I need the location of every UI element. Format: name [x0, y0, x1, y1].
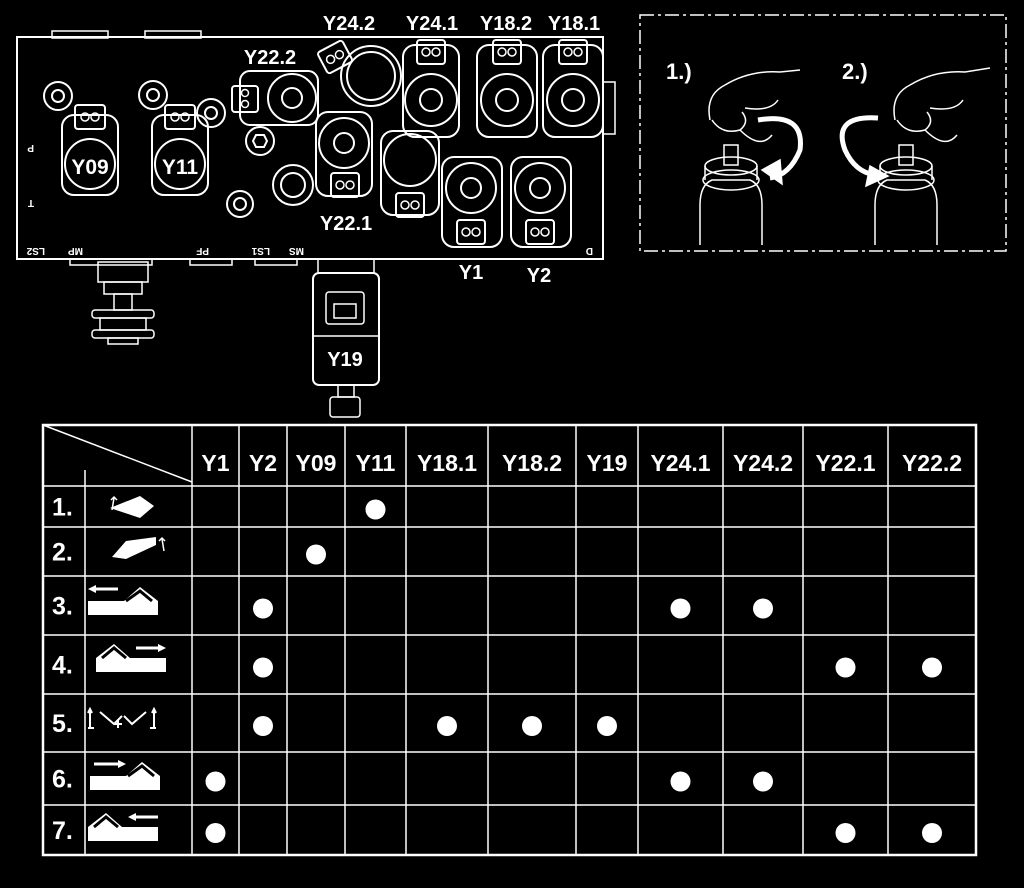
- valve-y11: Y11: [151, 104, 209, 196]
- shift-left-icon: [88, 585, 158, 615]
- valve-label-y18-1: Y18.1: [548, 13, 600, 35]
- valve-label-y22-1: Y22.1: [320, 213, 372, 235]
- active-dot-row7-y1: [205, 823, 226, 843]
- valve-label-y11: Y11: [162, 156, 199, 179]
- active-dot-row7-y22-1: [835, 823, 856, 843]
- shift-right-icon: [96, 644, 166, 672]
- valve-y2: Y2: [510, 156, 572, 287]
- step-2-label: 2.): [842, 59, 868, 84]
- col-header-y18-1: Y18.1: [417, 450, 477, 476]
- row-number-5: 5.: [52, 710, 73, 738]
- shift-left-alt-icon: [88, 813, 158, 841]
- active-dot-row5-y18-1: [437, 716, 457, 736]
- valve-label-y22-2: Y22.2: [244, 47, 296, 69]
- valve-block: P T LS2 MP PF LS1 MS D Y09: [16, 13, 616, 418]
- port-label-ls1: LS1: [251, 245, 270, 256]
- hand-turn-left-icon: [839, 67, 991, 245]
- active-dot-row1-y11: [365, 499, 386, 520]
- port-label-mp: MP: [68, 245, 83, 256]
- function-table: Y1 Y2 Y09 Y11 Y18.1 Y18.2 Y19 Y24.1 Y24.2 Y22.1 Y2…: [41, 423, 978, 857]
- col-header-y19: Y19: [587, 450, 628, 476]
- col-header-y11: Y11: [356, 450, 396, 476]
- valve-y09: Y09: [61, 104, 119, 196]
- port-label-ms: MS: [289, 245, 304, 256]
- valve-label-y09: Y09: [71, 156, 108, 179]
- step-1-label: 1.): [666, 59, 692, 84]
- valve-y18-2: Y18.2: [476, 13, 538, 138]
- col-header-y18-2: Y18.2: [502, 450, 562, 476]
- valve-y24-1: Y24.1: [402, 13, 460, 138]
- valve-y24-2: Y24.2: [317, 13, 402, 107]
- active-dot-row5-y2: [253, 716, 273, 736]
- active-dot-row6-y24-2: [753, 771, 773, 792]
- active-dot-row5-y18-2: [522, 716, 542, 736]
- shift-right-alt-icon: [90, 760, 160, 790]
- valve-y22-1: Y22.1: [315, 111, 373, 235]
- tilt-up-icon: [110, 495, 154, 518]
- valve-label-y24-2: Y24.2: [323, 13, 375, 35]
- active-dot-row2-y09: [306, 544, 326, 565]
- hand-turn-right-icon: [699, 69, 803, 245]
- port-label-ls2: LS2: [26, 245, 45, 256]
- active-dot-row3-y24-1: [670, 598, 691, 619]
- active-dot-row4-y22-2: [922, 657, 942, 678]
- valve-label-y24-1: Y24.1: [406, 13, 458, 35]
- valve-label-y19: Y19: [327, 349, 363, 371]
- col-header-y22-1: Y22.1: [815, 450, 875, 476]
- valve-y19: Y19: [312, 258, 380, 418]
- col-header-y24-2: Y24.2: [733, 450, 793, 476]
- active-dot-row7-y22-2: [922, 823, 942, 843]
- active-dot-row5-y19: [597, 716, 617, 736]
- col-header-y2: Y2: [249, 450, 277, 476]
- active-dot-row3-y24-2: [753, 598, 773, 619]
- port-label-p: P: [27, 142, 34, 153]
- row-number-2: 2.: [52, 539, 73, 567]
- row-number-7: 7.: [52, 817, 73, 845]
- row-number-4: 4.: [52, 652, 73, 680]
- valve-label-y2: Y2: [527, 265, 551, 287]
- active-dot-row4-y22-1: [835, 657, 856, 678]
- valve-label-y18-2: Y18.2: [480, 13, 532, 35]
- port-label-t: T: [28, 197, 34, 208]
- port-label-d: D: [586, 245, 593, 256]
- row-number-6: 6.: [52, 766, 73, 794]
- active-dot-row4-y2: [253, 657, 273, 678]
- valve-y18-1: Y18.1: [542, 13, 604, 138]
- manual-override-inset: 1.) 2.): [639, 14, 1007, 252]
- col-header-y24-1: Y24.1: [650, 450, 710, 476]
- port-label-pf: PF: [196, 245, 209, 256]
- row-number-1: 1.: [52, 494, 73, 522]
- active-dot-row6-y1: [205, 771, 226, 792]
- valve-unlabeled: [380, 130, 440, 218]
- active-dot-row6-y24-1: [670, 771, 691, 792]
- valve-y22-2: Y22.2: [231, 47, 319, 126]
- fitting-bottom-left: [91, 261, 155, 345]
- valve-y1: Y1: [441, 156, 503, 284]
- tilt-down-icon: [112, 536, 166, 559]
- col-header-y1: Y1: [201, 450, 229, 476]
- active-dot-row3-y2: [253, 598, 273, 619]
- valve-label-y1: Y1: [459, 262, 483, 284]
- float-position-icon: [87, 706, 157, 729]
- col-header-y09: Y09: [296, 450, 337, 476]
- col-header-y22-2: Y22.2: [902, 450, 962, 476]
- row-number-3: 3.: [52, 593, 73, 621]
